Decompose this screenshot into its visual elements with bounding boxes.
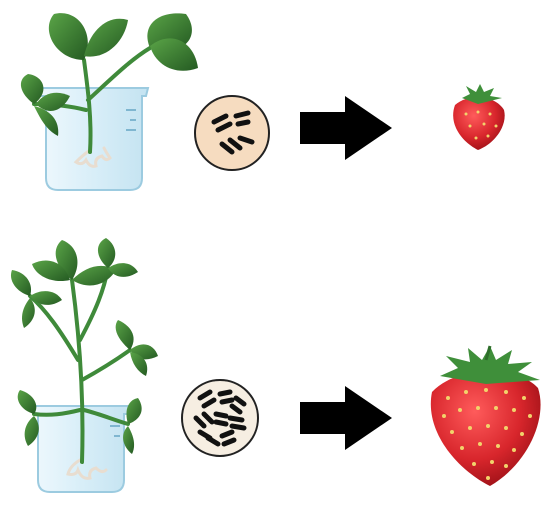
right-arrow [300,386,392,450]
leaf [150,38,198,70]
leaf [98,238,115,268]
leaf [49,13,88,60]
chromosome [238,122,248,124]
leaf [22,298,35,328]
chromosome [216,414,226,416]
small-strawberry [453,84,505,150]
leaf [84,19,128,57]
large-plant-in-beaker [11,238,158,492]
strawberry-leaves [440,346,540,384]
cell [195,96,269,170]
chromosome [230,418,242,420]
chromosome [216,422,226,424]
right-arrow [300,96,392,160]
large-strawberry [431,346,541,486]
row-1 [21,13,505,190]
row-2 [11,238,541,492]
cell-with-many-chromosomes [182,380,258,456]
cell-with-few-chromosomes [195,96,269,170]
leaf [116,320,134,350]
strawberry-body [453,97,505,150]
leaf [11,270,31,296]
small-plant-in-beaker [21,13,198,190]
leaf [126,398,141,424]
leaf [108,263,138,277]
chromosome [220,392,230,394]
chromosome [236,113,248,116]
leaf [18,390,37,414]
chromosome [232,426,244,428]
leaf [25,416,39,446]
chromosome [222,400,232,402]
